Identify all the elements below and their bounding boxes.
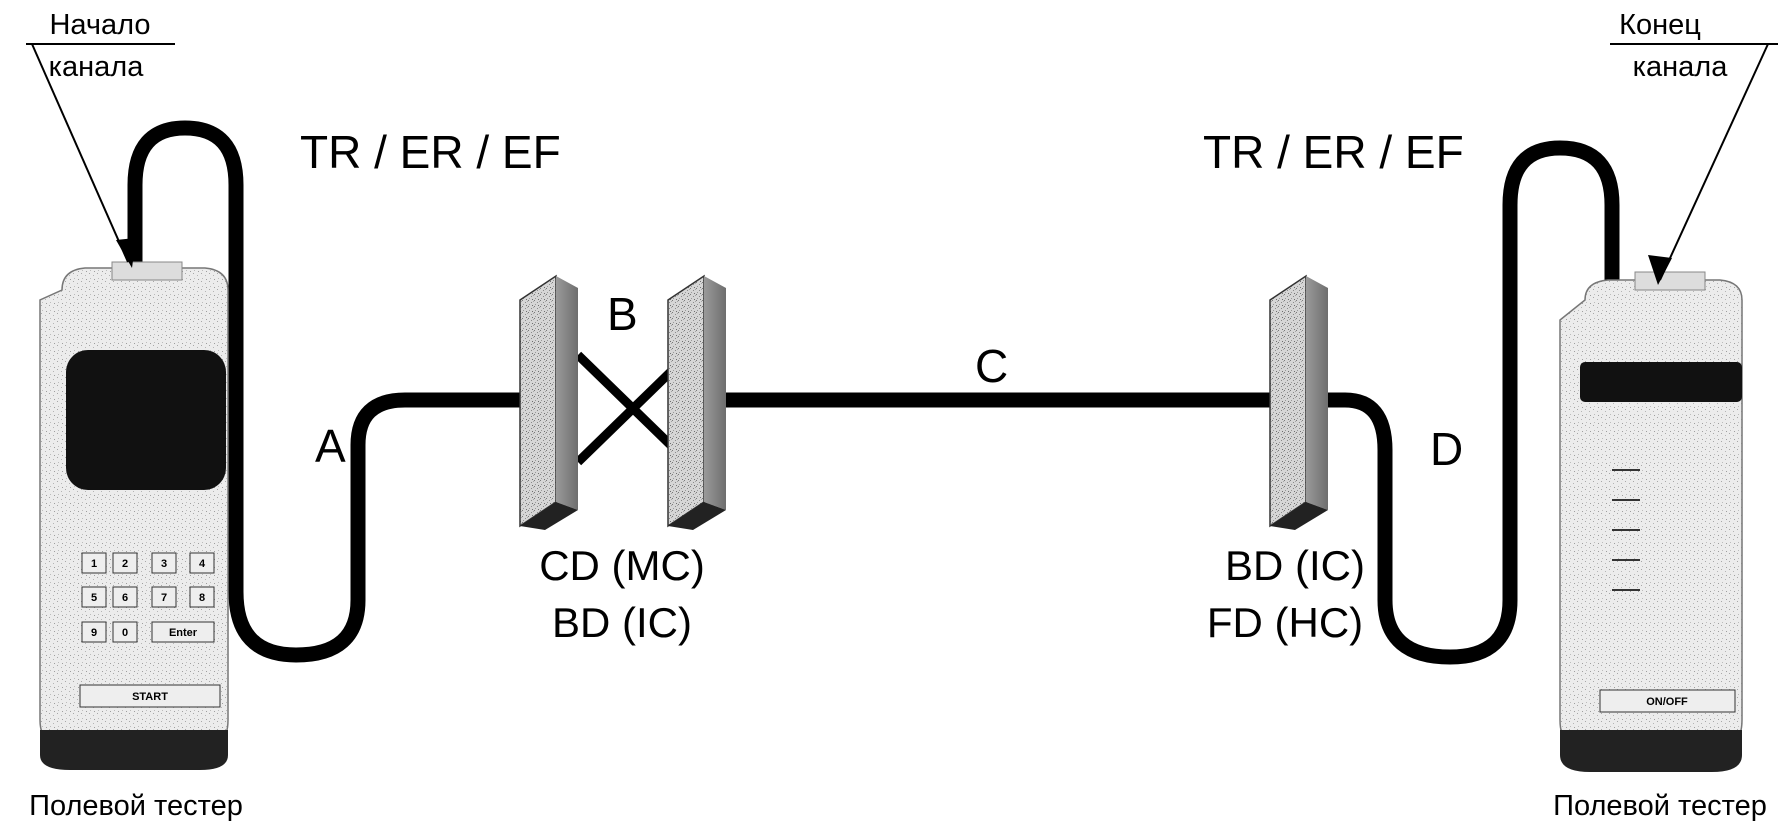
key-8: 8 bbox=[199, 592, 205, 604]
label-segment-d: D bbox=[1430, 423, 1463, 475]
label-segment-a: A bbox=[315, 420, 346, 472]
tester-keypad: 1 2 3 4 5 6 7 8 9 0 Enter bbox=[81, 552, 215, 643]
key-5: 5 bbox=[91, 592, 97, 604]
key-enter: Enter bbox=[169, 627, 198, 639]
key-4: 4 bbox=[199, 558, 206, 570]
onoff-button bbox=[1599, 689, 1736, 713]
label-segment-b: B bbox=[607, 288, 638, 340]
label-fd-hc: FD (HC) bbox=[1207, 599, 1363, 646]
label-tr-er-ef-left: TR / ER / EF bbox=[300, 126, 561, 178]
field-tester-right: ON/OFF bbox=[1559, 271, 1743, 772]
panel-bd-right bbox=[1269, 274, 1328, 530]
label-channel-start-top: Начало bbox=[49, 9, 150, 41]
key-9: 9 bbox=[91, 627, 97, 639]
label-segment-c: C bbox=[975, 340, 1008, 392]
onoff-button-label: ON/OFF bbox=[1646, 696, 1688, 708]
key-6: 6 bbox=[122, 592, 128, 604]
key-7: 7 bbox=[161, 592, 167, 604]
key-1: 1 bbox=[91, 558, 97, 570]
label-bd-ic-right: BD (IC) bbox=[1225, 542, 1365, 589]
tester-scale-marks bbox=[1612, 469, 1640, 591]
cable-a bbox=[127, 120, 528, 663]
label-channel-end-top: Конец bbox=[1619, 9, 1701, 41]
key-0: 0 bbox=[122, 627, 128, 639]
label-channel-end-bottom: канала bbox=[1633, 51, 1729, 83]
panel-cd-right bbox=[667, 274, 726, 530]
tester-screen bbox=[66, 350, 226, 490]
field-tester-left: 1 2 3 4 5 6 7 8 9 0 Enter START bbox=[39, 261, 229, 770]
label-field-tester-right: Полевой тестер bbox=[1553, 790, 1767, 822]
tester-screen-right bbox=[1580, 362, 1742, 402]
key-2: 2 bbox=[122, 558, 128, 570]
callout-end bbox=[1610, 43, 1778, 285]
start-button bbox=[79, 684, 221, 708]
label-bd-ic-left: BD (IC) bbox=[552, 599, 692, 646]
label-tr-er-ef-right: TR / ER / EF bbox=[1203, 126, 1464, 178]
start-button-label: START bbox=[132, 691, 168, 703]
cable-d bbox=[1320, 140, 1620, 665]
key-3: 3 bbox=[161, 558, 167, 570]
label-channel-start-bottom: канала bbox=[49, 51, 145, 83]
label-cd-mc: CD (MC) bbox=[539, 542, 705, 589]
panel-cd-left bbox=[519, 274, 578, 530]
callout-start bbox=[26, 43, 175, 268]
label-field-tester-left: Полевой тестер bbox=[29, 790, 243, 822]
